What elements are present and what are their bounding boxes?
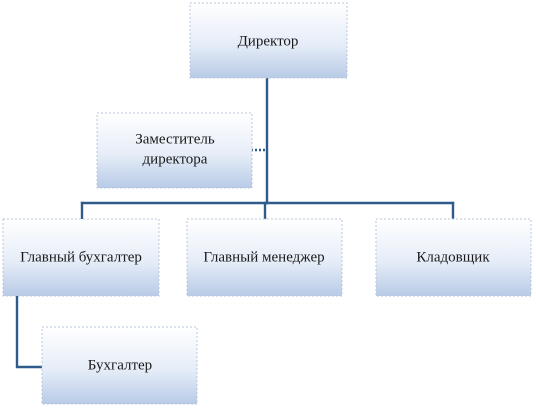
node-accountant-label: Бухгалтер	[88, 357, 152, 373]
node-director: Директор	[189, 2, 348, 79]
node-director-label: Директор	[238, 33, 299, 49]
node-chief-manager-label: Главный менеджер	[203, 249, 324, 265]
node-deputy-label-line1: Заместитель	[135, 131, 215, 147]
node-deputy-director: Заместитель директора	[96, 112, 253, 189]
connector-accountant	[15, 294, 44, 369]
node-chief-manager: Главный менеджер	[186, 218, 343, 297]
node-storekeeper-label: Кладовщик	[416, 249, 490, 265]
connectors	[15, 76, 455, 369]
node-storekeeper: Кладовщик	[375, 218, 532, 297]
node-deputy-label-line2: директора	[143, 151, 208, 167]
node-chief-accountant: Главный бухгалтер	[2, 218, 160, 297]
node-accountant: Бухгалтер	[41, 326, 198, 405]
node-chief-accountant-label: Главный бухгалтер	[20, 249, 142, 265]
